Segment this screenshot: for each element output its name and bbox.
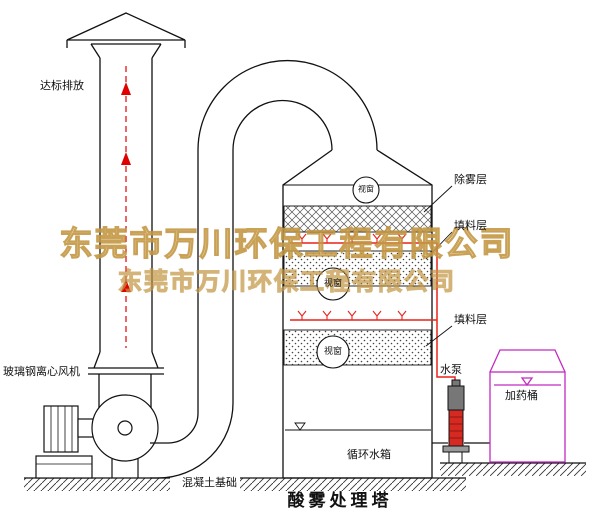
flow-direction-arrows [121, 66, 131, 348]
label-packing-lower: 填料层 [454, 314, 487, 326]
spray-system [290, 233, 456, 381]
fan-discharge-box [98, 374, 152, 408]
label-foundation: 混凝土基础 [182, 477, 237, 489]
pump-motor-cap [451, 379, 461, 387]
tower-foundation-hatch [240, 478, 466, 491]
label-packing-upper: 填料层 [454, 220, 487, 232]
treatment-tower [282, 149, 433, 479]
viewport-bottom-circle [316, 335, 350, 369]
up-arrow-icon [121, 279, 131, 292]
demister-layer-band [283, 205, 432, 233]
fan-motor [43, 405, 79, 453]
dosing-tank [489, 349, 566, 463]
tank-level-icon [520, 377, 534, 387]
connecting-duct [150, 59, 378, 479]
rain-cap-icon [66, 12, 186, 41]
water-pump [442, 379, 470, 463]
label-fan: 玻璃钢离心风机 [3, 366, 80, 378]
ground-foundation [24, 462, 586, 491]
pump-riser-pipe [436, 243, 456, 381]
label-demister-layer: 除雾层 [454, 174, 487, 186]
water-level-icon [294, 422, 306, 431]
label-viewport-bottom: 视窗 [323, 346, 343, 357]
stack-flange [88, 351, 164, 375]
label-viewport-middle: 视窗 [323, 278, 343, 289]
tank-foundation-hatch [440, 463, 586, 476]
fan-foundation-hatch [24, 478, 170, 491]
packing-layer-lower-band [283, 329, 432, 366]
up-arrow-icon [121, 82, 131, 95]
tank-lid [489, 349, 566, 373]
tank-body [489, 371, 566, 463]
label-viewport-top: 视窗 [358, 184, 374, 194]
centrifugal-fan [35, 394, 159, 479]
leader-lines [423, 185, 453, 347]
viewport-middle-circle [316, 267, 350, 301]
label-circulating-tank: 循环水箱 [347, 449, 391, 461]
up-arrow-icon [121, 152, 131, 165]
fan-hub [117, 420, 133, 436]
exhaust-stack [66, 12, 186, 408]
pump-base [442, 445, 470, 453]
pump-body [448, 409, 464, 447]
fan-coupling [77, 418, 94, 438]
viewport-top-circle [352, 176, 380, 204]
label-dosing-tank: 加药桶 [505, 390, 538, 402]
stack-pipe [99, 58, 153, 352]
label-water-pump: 水泵 [440, 364, 462, 376]
packing-layer-upper-band [283, 250, 432, 287]
pump-motor [447, 385, 465, 411]
page-title: 酸雾处理塔 [287, 491, 393, 510]
label-discharge: 达标排放 [40, 80, 84, 92]
fan-base [35, 455, 93, 479]
